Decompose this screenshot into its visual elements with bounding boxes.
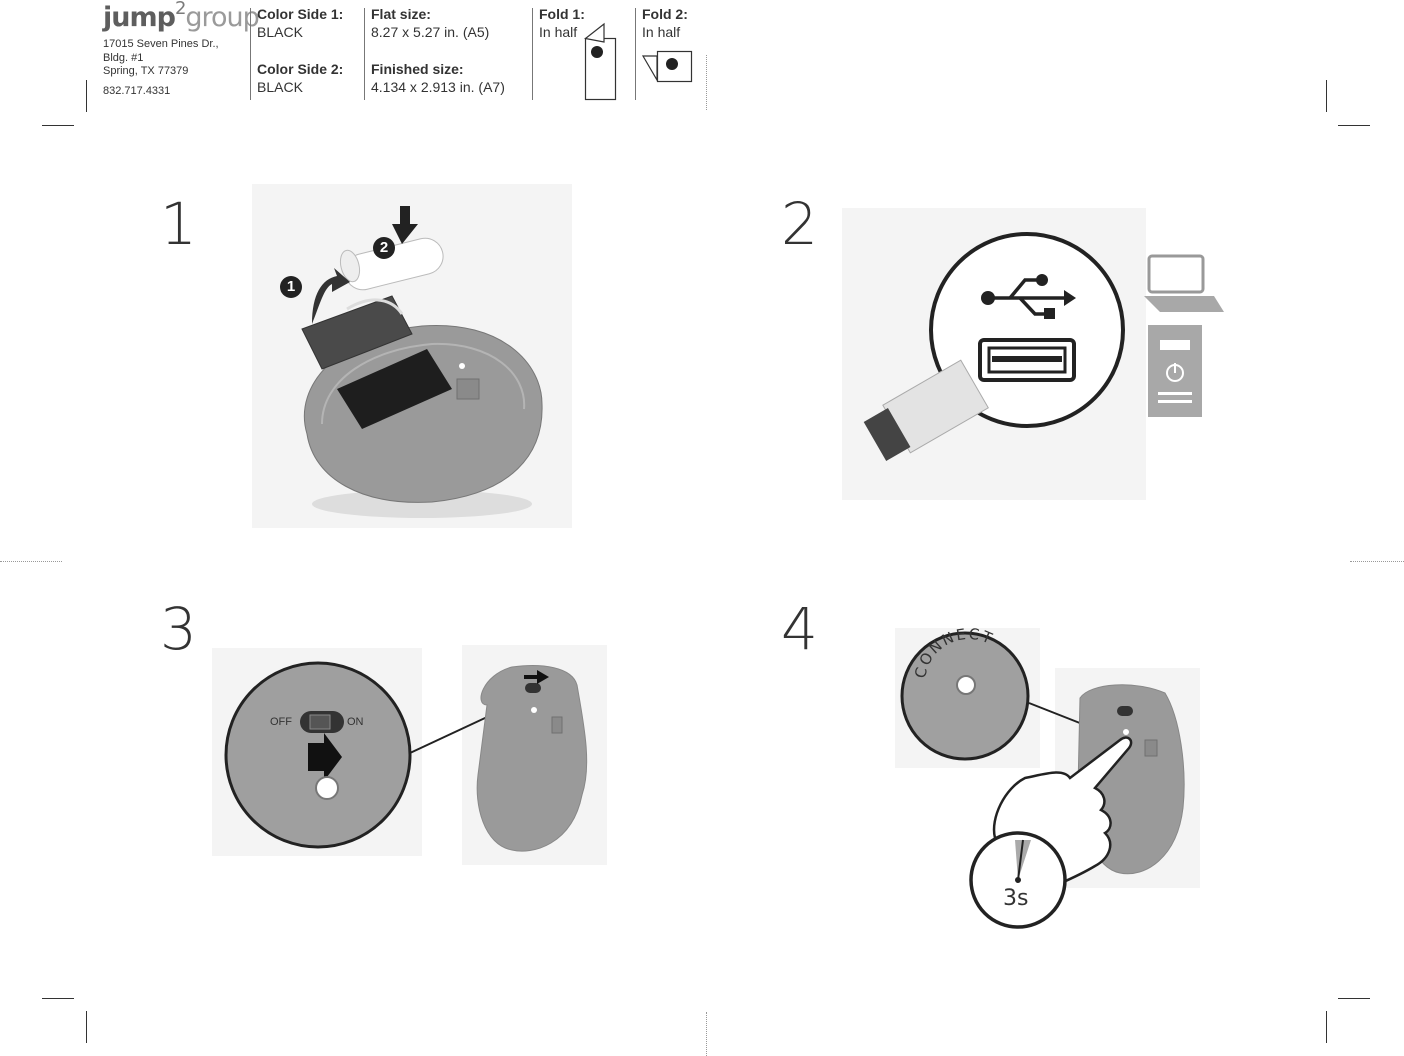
color-side2-value: BLACK bbox=[257, 79, 303, 95]
fold-mark bbox=[706, 55, 707, 110]
svg-text:CONNECT: CONNECT bbox=[911, 628, 996, 680]
crop-mark bbox=[42, 125, 74, 126]
fold1: Fold 1: In half bbox=[539, 5, 585, 41]
fold-mark bbox=[1350, 561, 1404, 562]
usb-receiver-illustration bbox=[863, 232, 1224, 461]
company-phone: 832.717.4331 bbox=[103, 85, 171, 97]
usb-symbol-icon bbox=[981, 274, 1076, 319]
fold2-diagram-icon bbox=[641, 50, 693, 83]
power-switch-illustration bbox=[224, 661, 588, 852]
divider bbox=[635, 8, 636, 100]
company-address: 17015 Seven Pines Dr., Bldg. #1 Spring, … bbox=[103, 38, 219, 79]
crop-mark bbox=[86, 80, 87, 112]
mouse-battery-illustration bbox=[301, 206, 543, 518]
divider bbox=[532, 8, 533, 100]
finished-size: Finished size: 4.134 x 2.913 in. (A7) bbox=[371, 60, 505, 96]
crop-mark bbox=[1338, 998, 1370, 999]
crop-mark bbox=[1326, 80, 1327, 112]
step-number: 4 bbox=[781, 595, 818, 663]
usb-dongle-icon bbox=[863, 359, 989, 461]
step1-illustration: 1 2 bbox=[252, 184, 572, 528]
laptop-icon bbox=[1144, 254, 1224, 312]
switch-off-label: OFF bbox=[270, 716, 292, 728]
color-sides: Color Side 1: BLACK bbox=[257, 5, 343, 41]
crop-mark bbox=[1326, 1011, 1327, 1043]
fold2-label: Fold 2: bbox=[642, 6, 688, 22]
company-logo: jump2group bbox=[103, 0, 260, 33]
color-side1-value: BLACK bbox=[257, 24, 303, 40]
connect-button-illustration bbox=[900, 631, 1185, 929]
color-side1-label: Color Side 1: bbox=[257, 6, 344, 22]
flat-size-value: 8.27 x 5.27 in. (A5) bbox=[371, 24, 490, 40]
crop-mark bbox=[42, 998, 74, 999]
step-number: 2 bbox=[781, 190, 818, 258]
color-side2-label: Color Side 2: bbox=[257, 61, 344, 77]
fold2-value: In half bbox=[642, 24, 681, 40]
fold1-label: Fold 1: bbox=[539, 6, 585, 22]
desktop-tower-icon bbox=[1148, 325, 1202, 417]
step-number: 3 bbox=[160, 595, 197, 663]
finished-size-value: 4.134 x 2.913 in. (A7) bbox=[371, 79, 505, 95]
step1-marker-1: 1 bbox=[280, 276, 302, 298]
crop-mark bbox=[1338, 125, 1370, 126]
color-side2: Color Side 2: BLACK bbox=[257, 60, 343, 96]
step-number: 1 bbox=[160, 190, 197, 258]
fold-mark bbox=[706, 1012, 707, 1056]
address-line: 17015 Seven Pines Dr., bbox=[103, 38, 219, 50]
fold1-value: In half bbox=[539, 24, 578, 40]
divider bbox=[250, 8, 251, 100]
fold2: Fold 2: In half bbox=[642, 5, 688, 41]
timer-label: 3s bbox=[1003, 886, 1029, 911]
connect-label: CONNECT bbox=[911, 628, 994, 680]
divider bbox=[364, 8, 365, 100]
step1-marker-2: 2 bbox=[373, 237, 395, 259]
fold1-diagram-icon bbox=[584, 22, 617, 101]
usb-port-icon bbox=[978, 338, 1076, 382]
connect-label-svg: CONNECT bbox=[911, 628, 996, 680]
finished-size-label: Finished size: bbox=[371, 61, 464, 77]
fold-mark bbox=[0, 561, 62, 562]
flat-size-label: Flat size: bbox=[371, 6, 431, 22]
arrow-right-icon bbox=[308, 733, 342, 781]
switch-on-label: ON bbox=[347, 716, 364, 728]
crop-mark bbox=[86, 1011, 87, 1043]
address-line: Bldg. #1 bbox=[103, 51, 144, 64]
address-line: Spring, TX 77379 bbox=[103, 65, 189, 77]
flat-size: Flat size: 8.27 x 5.27 in. (A5) bbox=[371, 5, 489, 41]
